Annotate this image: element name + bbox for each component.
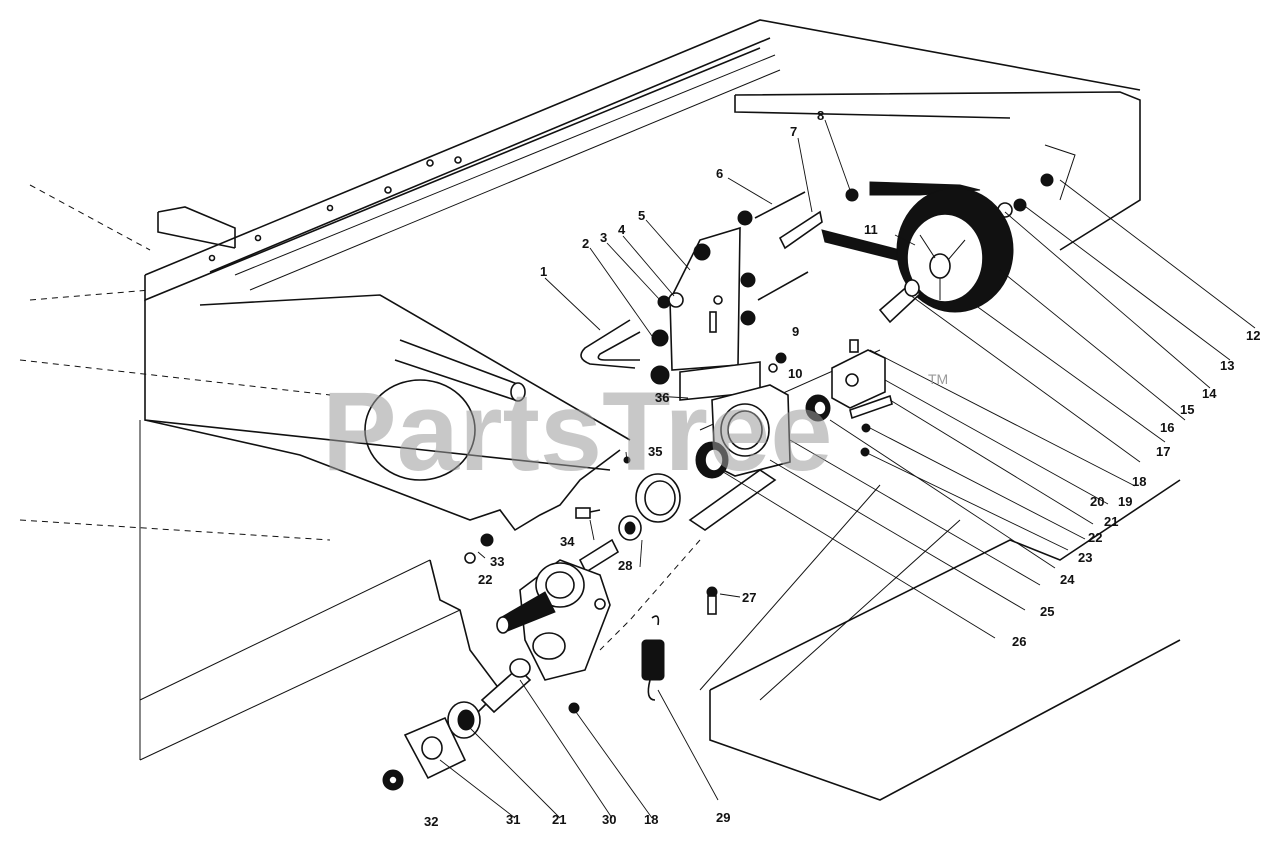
callout-25: 25 <box>1040 604 1054 619</box>
callout-14: 14 <box>1202 386 1217 401</box>
callout-21a: 21 <box>1104 514 1118 529</box>
callout-9: 9 <box>792 324 799 339</box>
callout-5: 5 <box>638 208 645 223</box>
callout-33: 33 <box>490 554 504 569</box>
callout-10: 10 <box>788 366 802 381</box>
callout-4: 4 <box>618 222 626 237</box>
callout-6: 6 <box>716 166 723 181</box>
spacer-tube <box>878 279 922 324</box>
callout-32: 32 <box>424 814 438 829</box>
callout-22b: 22 <box>478 572 492 587</box>
callout-7: 7 <box>790 124 797 139</box>
callout-18b: 18 <box>644 812 658 827</box>
callout-2: 2 <box>582 236 589 251</box>
callout-31: 31 <box>506 812 520 827</box>
callout-11: 11 <box>864 222 878 237</box>
callout-29: 29 <box>716 810 730 825</box>
callout-19: 19 <box>1118 494 1132 509</box>
callout-12: 12 <box>1246 328 1260 343</box>
callout-24: 24 <box>1060 572 1075 587</box>
callout-8: 8 <box>817 108 824 123</box>
frame-outline <box>19 19 1181 801</box>
callout-28: 28 <box>618 558 632 573</box>
flange-housing-center <box>688 384 831 531</box>
leader-lines <box>439 119 1256 819</box>
callout-20: 20 <box>1090 494 1104 509</box>
u-bolt <box>580 319 641 369</box>
callout-1: 1 <box>540 264 547 279</box>
watermark: PartsTree TM <box>322 369 948 494</box>
callout-36: 36 <box>655 390 669 405</box>
watermark-trademark: TM <box>928 371 948 387</box>
callout-labels: 1 2 3 4 5 6 7 8 9 10 11 12 13 14 15 16 1… <box>424 108 1260 829</box>
callout-15: 15 <box>1180 402 1194 417</box>
pulley <box>896 187 1014 313</box>
callout-17: 17 <box>1156 444 1170 459</box>
callout-23: 23 <box>1078 550 1092 565</box>
callout-27: 27 <box>742 590 756 605</box>
spring <box>641 615 665 701</box>
watermark-text: PartsTree <box>322 369 833 494</box>
flange-housing-left <box>496 559 611 681</box>
shaft-parts <box>575 473 681 574</box>
callout-22a: 22 <box>1088 530 1102 545</box>
callout-21b: 21 <box>552 812 566 827</box>
callout-18a: 18 <box>1132 474 1146 489</box>
mount-bracket <box>669 226 761 401</box>
long-bolts <box>754 191 823 301</box>
callout-16: 16 <box>1160 420 1174 435</box>
bearing-block-right <box>831 339 893 420</box>
callout-26: 26 <box>1012 634 1026 649</box>
callout-34: 34 <box>560 534 575 549</box>
lower-stack <box>382 533 718 791</box>
hardware-small-parts <box>623 173 1054 464</box>
callout-13: 13 <box>1220 358 1234 373</box>
callout-30: 30 <box>602 812 616 827</box>
callout-35: 35 <box>648 444 662 459</box>
callout-3: 3 <box>600 230 607 245</box>
